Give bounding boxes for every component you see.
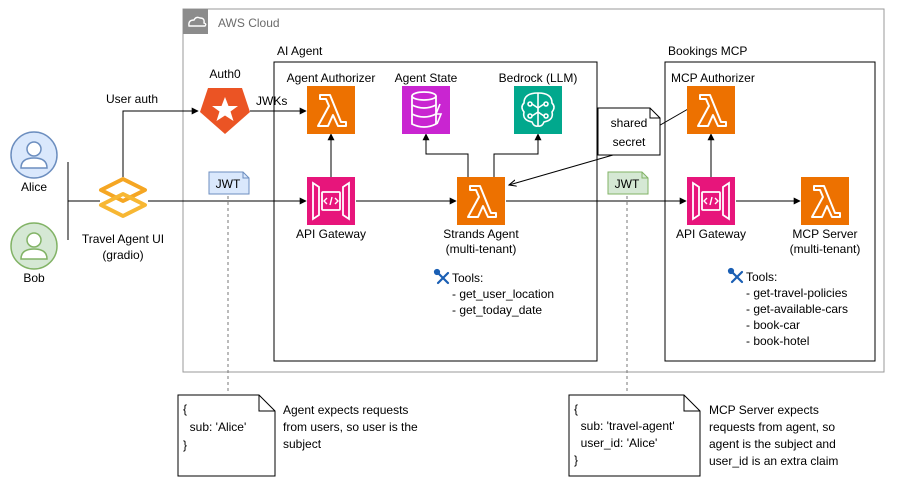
ui-name-label: Travel Agent UI bbox=[82, 232, 164, 246]
agent-api-gateway-node: API Gateway bbox=[296, 177, 366, 241]
gradio-logo-icon bbox=[99, 177, 147, 218]
shared-secret-note: shared secret bbox=[597, 107, 661, 156]
strands-to-bedrock-connector bbox=[493, 133, 542, 177]
alice-to-ui-line bbox=[67, 162, 100, 202]
left-token-line: } bbox=[183, 438, 187, 452]
jwt-right-label: JWT bbox=[615, 177, 640, 191]
bookings-mcp-title: Bookings MCP bbox=[668, 44, 747, 58]
jwt-token-right: JWT bbox=[607, 171, 649, 195]
lambda-icon bbox=[811, 185, 841, 218]
cloud-icon bbox=[188, 16, 207, 27]
travel-agent-ui: Travel Agent UI (gradio) bbox=[82, 177, 164, 262]
lambda-icon bbox=[317, 94, 347, 127]
right-token-line: user_id: 'Alice' bbox=[574, 436, 657, 450]
right-token-note: { sub: 'travel-agent' user_id: 'Alice' } bbox=[568, 394, 701, 477]
person-icon bbox=[20, 141, 48, 169]
secret-to-strands-connector bbox=[509, 154, 614, 185]
user-auth-label: User auth bbox=[106, 92, 158, 106]
api-gateway-icon bbox=[692, 181, 730, 221]
mcp-api-gateway-node: API Gateway bbox=[676, 177, 746, 241]
mcp-tool-item: - book-hotel bbox=[746, 334, 809, 348]
agent-tools: Tools: - get_user_location - get_today_d… bbox=[433, 268, 554, 317]
agent-api-gateway-label: API Gateway bbox=[296, 227, 366, 241]
user-auth-connector bbox=[122, 107, 199, 177]
mcp-authorizer-label: MCP Authorizer bbox=[671, 71, 755, 85]
right-token-line: } bbox=[574, 453, 578, 467]
mcp-server-sublabel: (multi-tenant) bbox=[790, 242, 861, 256]
agent-tool-item: - get_today_date bbox=[452, 303, 542, 317]
ai-agent-group: AI Agent bbox=[273, 44, 598, 362]
left-explanation: Agent expects requests from users, so us… bbox=[283, 403, 418, 451]
alice-label: Alice bbox=[21, 180, 47, 194]
strands-agent-tile bbox=[457, 177, 505, 225]
auth0-label: Auth0 bbox=[209, 67, 241, 81]
aws-cloud-group: AWS Cloud bbox=[182, 8, 885, 373]
left-explanation-line: Agent expects requests bbox=[283, 403, 408, 417]
agent-state-label: Agent State bbox=[395, 71, 458, 85]
mcp-server-node: MCP Server (multi-tenant) bbox=[790, 177, 861, 256]
user-bob: Bob bbox=[10, 222, 58, 285]
mcp-server-label: MCP Server bbox=[792, 227, 857, 241]
lambda-icon bbox=[467, 185, 497, 218]
agent-state-tile bbox=[402, 86, 450, 134]
mcp-server-tile bbox=[801, 177, 849, 225]
strands-agent-sublabel: (multi-tenant) bbox=[446, 242, 517, 256]
right-explanation-line: user_id is an extra claim bbox=[709, 454, 838, 468]
mcp-tool-item: - get-travel-policies bbox=[746, 286, 847, 300]
agent-authorizer-label: Agent Authorizer bbox=[287, 71, 376, 85]
lambda-icon bbox=[697, 94, 727, 127]
tools-icon bbox=[727, 267, 744, 284]
mcp-tool-item: - book-car bbox=[746, 318, 800, 332]
dynamodb-icon bbox=[411, 91, 443, 128]
right-explanation-line: requests from agent, so bbox=[709, 420, 835, 434]
auth0-node: Auth0 bbox=[200, 67, 250, 134]
mcp-tools: Tools: - get-travel-policies - get-avail… bbox=[727, 267, 848, 348]
bob-label: Bob bbox=[23, 271, 45, 285]
jwks-label: JWKs bbox=[256, 94, 287, 108]
strands-to-state-connector bbox=[422, 133, 469, 177]
right-explanation-line: agent is the subject and bbox=[709, 437, 836, 451]
right-token-line: { bbox=[574, 402, 578, 416]
shared-secret-line-2: secret bbox=[613, 135, 646, 149]
bedrock-node: Bedrock (LLM) bbox=[499, 71, 578, 134]
right-explanation: MCP Server expects requests from agent, … bbox=[709, 403, 838, 468]
left-token-line: sub: 'Alice' bbox=[183, 420, 246, 434]
agent-tools-title: Tools: bbox=[452, 271, 483, 285]
jwt-left-label: JWT bbox=[216, 177, 241, 191]
agent-state-node: Agent State bbox=[395, 71, 458, 134]
shared-secret-line-1: shared bbox=[611, 116, 648, 130]
bedrock-label: Bedrock (LLM) bbox=[499, 71, 578, 85]
mcp-authorizer-tile bbox=[687, 86, 735, 134]
left-explanation-line: subject bbox=[283, 437, 322, 451]
agent-tool-item: - get_user_location bbox=[452, 287, 554, 301]
left-token-note: { sub: 'Alice' } bbox=[177, 394, 276, 477]
api-gateway-icon bbox=[312, 181, 350, 221]
mcp-authorizer-node: MCP Authorizer bbox=[671, 71, 755, 134]
bedrock-brain-icon bbox=[521, 92, 555, 127]
bookings-mcp-group: Bookings MCP bbox=[664, 44, 876, 362]
right-explanation-line: MCP Server expects bbox=[709, 403, 819, 417]
strands-agent-node: Strands Agent (multi-tenant) bbox=[443, 177, 519, 256]
agent-authorizer-node: Agent Authorizer bbox=[287, 71, 376, 134]
tools-icon bbox=[433, 268, 450, 285]
left-explanation-line: from users, so user is the bbox=[283, 420, 418, 434]
person-icon bbox=[20, 232, 48, 260]
left-token-line: { bbox=[183, 402, 187, 416]
mcp-tool-item: - get-available-cars bbox=[746, 302, 848, 316]
ai-agent-title: AI Agent bbox=[277, 44, 323, 58]
mcp-tools-title: Tools: bbox=[746, 270, 777, 284]
ui-sub-label: (gradio) bbox=[102, 248, 143, 262]
auth0-star-icon bbox=[212, 97, 238, 121]
user-alice: Alice bbox=[10, 131, 58, 194]
connectors bbox=[67, 105, 801, 394]
strands-agent-label: Strands Agent bbox=[443, 227, 519, 241]
agent-authorizer-tile bbox=[307, 86, 355, 134]
jwt-token-left: JWT bbox=[208, 171, 250, 195]
aws-cloud-title: AWS Cloud bbox=[218, 16, 280, 30]
mcp-api-gateway-label: API Gateway bbox=[676, 227, 746, 241]
right-token-line: sub: 'travel-agent' bbox=[574, 419, 675, 433]
